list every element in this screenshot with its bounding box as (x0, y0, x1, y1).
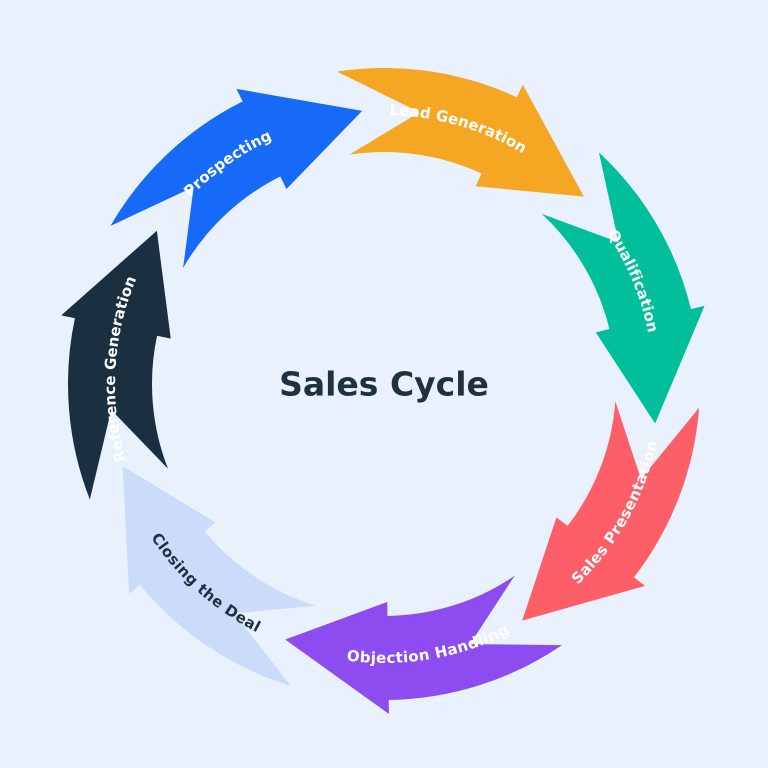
segment-sales-presentation (522, 401, 700, 621)
segment-closing-the-deal (122, 466, 316, 686)
center-title: Sales Cycle (279, 365, 489, 404)
segment-objection-handling (285, 575, 563, 714)
segment-reference-generation (61, 230, 171, 500)
segment-prospecting (110, 88, 363, 268)
segment-lead-generation (336, 67, 584, 197)
segment-qualification (541, 152, 705, 424)
cycle-segments (61, 67, 705, 714)
